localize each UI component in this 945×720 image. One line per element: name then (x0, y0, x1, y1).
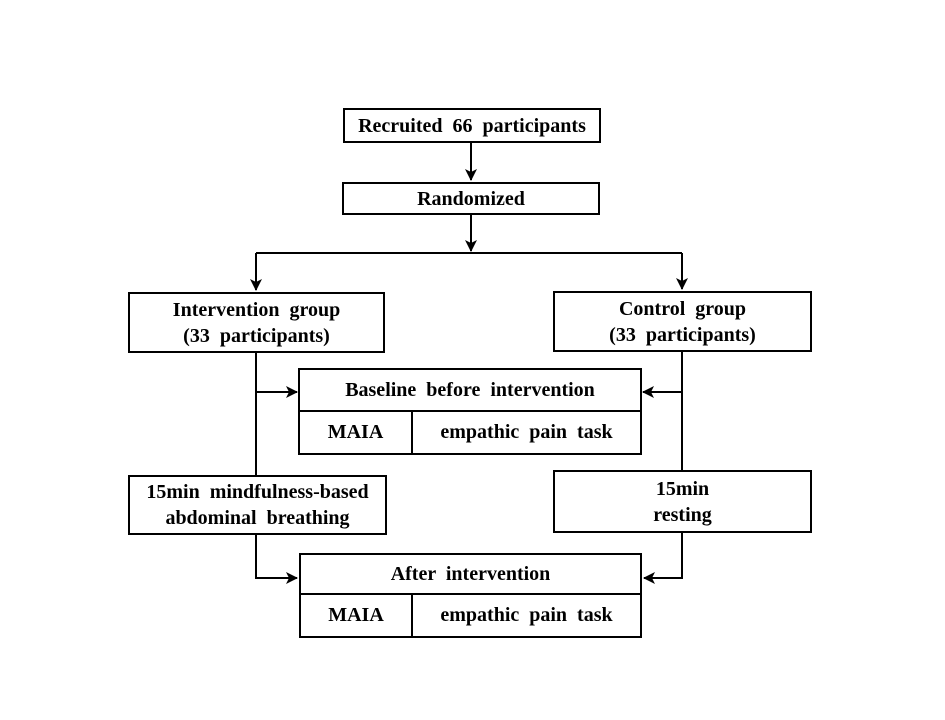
control-group-line1: Control group (618, 297, 747, 320)
after-cell-maia: MAIA (301, 595, 413, 636)
resting-line1: 15min (655, 477, 710, 500)
flow-box-resting: 15min resting (553, 470, 812, 533)
flow-box-intervention-group: Intervention group (33 participants) (128, 292, 385, 353)
intervention-group-line2: (33 participants) (183, 324, 330, 347)
baseline-measures-row: MAIA empathic pain task (300, 412, 640, 453)
flow-box-recruited: Recruited 66 participants (343, 108, 601, 143)
after-measures-row: MAIA empathic pain task (301, 595, 640, 636)
recruited-label: Recruited 66 participants (358, 114, 586, 137)
baseline-cell-empathic-pain-task: empathic pain task (440, 421, 613, 443)
arrow-resting-to-after (643, 533, 683, 584)
arrow-mindfulness-to-after (255, 535, 298, 584)
baseline-cell-maia: MAIA (300, 412, 413, 453)
flow-box-after-intervention: After intervention MAIA empathic pain ta… (299, 553, 642, 638)
intervention-group-line1: Intervention group (172, 298, 341, 321)
after-cell-empathic-pain-task: empathic pain task (440, 604, 613, 626)
baseline-header: Baseline before intervention (300, 370, 640, 412)
control-group-line2: (33 participants) (609, 323, 756, 346)
resting-line2: resting (653, 503, 712, 526)
flow-box-mindfulness-breathing: 15min mindfulness-based abdominal breath… (128, 475, 387, 535)
flow-box-randomized: Randomized (342, 182, 600, 215)
mindfulness-line1: 15min mindfulness-based (146, 481, 369, 503)
flow-box-control-group: Control group (33 participants) (553, 291, 812, 352)
mindfulness-line2: abdominal breathing (165, 507, 350, 529)
randomized-label: Randomized (417, 187, 525, 210)
after-header: After intervention (301, 555, 640, 595)
flow-box-baseline: Baseline before intervention MAIA empath… (298, 368, 642, 455)
